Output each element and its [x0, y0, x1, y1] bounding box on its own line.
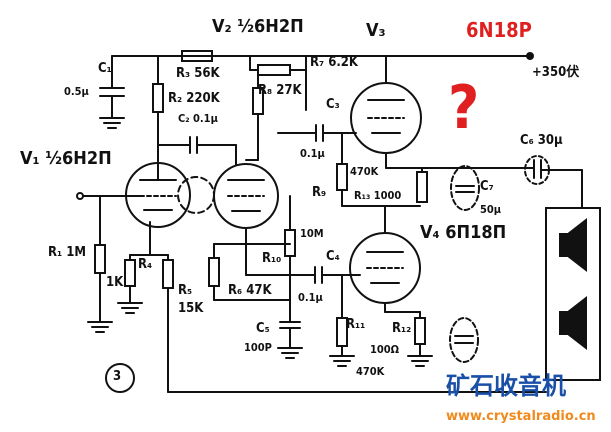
- speaker-icon-bottom: [559, 295, 587, 351]
- b-plus-terminal: [526, 52, 534, 60]
- resistor-r2: [152, 83, 164, 113]
- resistor-r12: [414, 317, 426, 345]
- v3-label: V₃: [366, 20, 386, 41]
- c7-value: 50μ: [480, 203, 502, 216]
- resistor-r4: [162, 259, 174, 289]
- c7-label: C₇: [480, 179, 494, 194]
- resistor-r7: [257, 64, 291, 76]
- c1-label: C₁: [98, 61, 112, 76]
- c6-label: C₆ 30μ: [520, 133, 563, 148]
- watermark-url: www.crystalradio.cn: [446, 409, 596, 424]
- b-plus-label: +350伏: [532, 65, 580, 80]
- r5-label: R₅: [178, 283, 193, 298]
- ground-symbol-r12: [407, 355, 433, 367]
- r2-label: R₂ 220K: [168, 91, 220, 106]
- v4-label: V₄ 6П18П: [420, 222, 507, 243]
- ground-symbol-r11: [329, 355, 355, 367]
- c1-value: 0.5μ: [64, 85, 89, 98]
- figure-number-circle: [105, 363, 135, 393]
- tube-shield-dashed: [177, 176, 215, 214]
- c7-dashed-outline: [450, 165, 480, 211]
- r10-label: R₁₀: [262, 251, 282, 266]
- r5-value: 15K: [178, 301, 204, 316]
- resistor-r1: [94, 244, 106, 274]
- r9-value: 470K: [350, 165, 379, 178]
- c3-value: 0.1μ: [300, 147, 325, 160]
- ground-symbol-r1: [87, 321, 113, 333]
- resistor-r4-1k: [124, 259, 136, 287]
- r8-label: R₈ 27K: [258, 83, 302, 98]
- speaker-frame: [545, 207, 601, 381]
- resistor-r9: [336, 163, 348, 191]
- r6-label: R₆ 47K: [228, 283, 272, 298]
- c4-value: 0.1μ: [298, 291, 323, 304]
- c8-dashed-outline: [449, 317, 479, 363]
- ground-symbol-c1: [99, 117, 125, 129]
- c5-value: 100P: [244, 341, 272, 354]
- c2-label: C₂ 0.1μ: [178, 112, 218, 125]
- r10-value: 10M: [300, 227, 324, 240]
- r7-label: R₇ 6.2K: [310, 55, 358, 70]
- ground-symbol-c5: [277, 347, 303, 359]
- c3-label: C₃: [326, 97, 340, 112]
- ground-symbol-r4: [117, 302, 143, 314]
- r13-label: R₁₃ 1000: [354, 189, 402, 202]
- resistor-r3: [181, 50, 213, 62]
- alt-tube-label: 6N18P: [466, 18, 532, 42]
- r9-label: R₉: [312, 185, 327, 200]
- speaker-icon-top: [559, 217, 587, 273]
- r1-label: R₁ 1M: [48, 245, 86, 260]
- r12-value: 100Ω: [370, 343, 400, 356]
- r3-label: R₃ 56K: [176, 66, 220, 81]
- figure-number: 3: [113, 369, 122, 384]
- resistor-r13: [416, 171, 428, 203]
- question-mark: ?: [448, 73, 480, 143]
- c5-label: C₅: [256, 321, 270, 336]
- r4-value: 1K: [106, 275, 124, 290]
- r12-label: R₁₂: [392, 321, 412, 336]
- resistor-r5: [208, 257, 220, 287]
- r11-value: 470K: [356, 365, 385, 378]
- v1-label: V₁ ½6H2П: [20, 148, 112, 169]
- r11-label: R₁₁: [346, 317, 366, 332]
- c4-label: C₄: [326, 249, 340, 264]
- v2-label: V₂ ½6H2П: [212, 16, 304, 37]
- r4-label: R₄: [138, 257, 153, 272]
- watermark-brand: 矿石收音机: [446, 372, 566, 400]
